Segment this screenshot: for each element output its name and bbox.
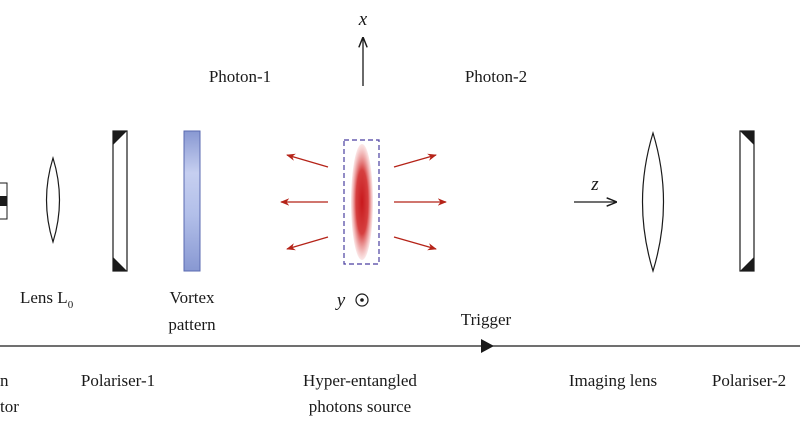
polariser-1-element	[112, 130, 128, 272]
detector-label-partial-top: n	[0, 371, 9, 390]
polariser-1-label: Polariser-1	[81, 371, 155, 390]
source-label-line2: photons source	[309, 397, 411, 416]
emission-arrows-left	[280, 153, 329, 251]
y-axis-label: y	[335, 290, 346, 311]
trigger-label: Trigger	[461, 310, 512, 329]
y-axis-out-of-page-icon	[355, 293, 369, 307]
source-label-line1: Hyper-entangled	[303, 371, 417, 390]
source-box	[343, 139, 380, 265]
photon-1-label: Photon-1	[209, 67, 271, 86]
emission-arrows-right	[393, 153, 447, 251]
source-crystal	[351, 144, 373, 260]
vortex-label-line2: pattern	[168, 315, 216, 334]
lens-l0	[45, 155, 61, 245]
imaging-lens-label: Imaging lens	[569, 371, 657, 390]
z-axis-label: z	[590, 174, 599, 195]
imaging-lens-element	[641, 130, 665, 274]
polariser-2-element	[739, 130, 755, 272]
polariser-2-label: Polariser-2	[712, 371, 786, 390]
detector-partial	[0, 182, 8, 220]
vortex-plate	[183, 130, 201, 272]
detector-label-partial-bottom: tor	[0, 397, 19, 416]
vortex-label-line1: Vortex	[169, 288, 215, 307]
x-axis-label: x	[358, 9, 368, 30]
lens-l0-label-main: Lens L	[20, 288, 68, 307]
lens-l0-label: Lens L0	[20, 288, 74, 311]
photon-2-label: Photon-2	[465, 67, 527, 86]
lens-l0-label-sub: 0	[68, 299, 74, 311]
trigger-line	[0, 339, 800, 353]
